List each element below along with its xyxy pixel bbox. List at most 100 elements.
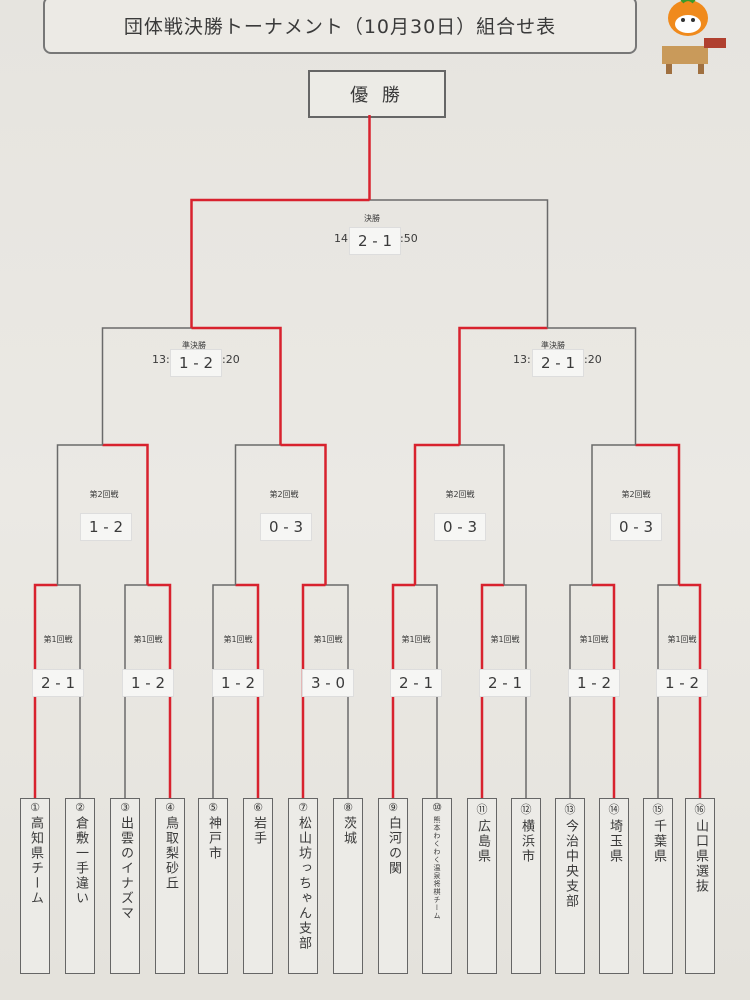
round1-label: 第1回戦 bbox=[401, 635, 431, 644]
team-slot: ⑦ 松山坊っちゃん支部 bbox=[288, 798, 318, 974]
team-number: ① bbox=[30, 801, 40, 814]
round1-score: 2 - 1 bbox=[32, 670, 84, 696]
round1-score: 2 - 1 bbox=[390, 670, 442, 696]
round2-score: 0 - 3 bbox=[260, 514, 312, 540]
team-name: 倉敷一手違い bbox=[73, 816, 88, 906]
team-name: 鳥取梨砂丘 bbox=[163, 816, 178, 891]
page-title: 団体戦決勝トーナメント（10月30日）組合せ表 bbox=[43, 0, 637, 54]
semifinal-end-time: :20 bbox=[584, 353, 602, 366]
team-number: ⑮ bbox=[652, 803, 664, 816]
team-number: ② bbox=[75, 801, 85, 814]
semifinal-start-time: 13: bbox=[513, 353, 531, 366]
team-number: ⑥ bbox=[253, 801, 263, 814]
team-number: ⑫ bbox=[520, 803, 532, 816]
final-label: 決勝 bbox=[364, 214, 380, 223]
team-name: 山口県選抜 bbox=[693, 819, 708, 894]
team-number: ⑬ bbox=[564, 803, 576, 816]
team-name: 高知県チーム bbox=[28, 816, 43, 906]
round1-winner-line bbox=[301, 583, 326, 798]
team-slot: ⑤ 神戸市 bbox=[198, 798, 228, 974]
round1-winner-line bbox=[33, 583, 58, 798]
round2-score: 1 - 2 bbox=[80, 514, 132, 540]
team-slot: ⑫ 横浜市 bbox=[511, 798, 541, 974]
round1-winner-line bbox=[592, 583, 616, 798]
round2-winner-line bbox=[413, 443, 460, 585]
final-winner-line bbox=[190, 198, 370, 328]
team-slot: ⑩ 熊本わくわく温泉将棋チーム bbox=[422, 798, 452, 974]
semifinal-winner-line bbox=[458, 326, 548, 445]
team-number: ⑧ bbox=[343, 801, 353, 814]
round2-winner-line bbox=[635, 443, 681, 585]
team-slot: ③ 出雲のイナズマ bbox=[110, 798, 140, 974]
team-name: 熊本わくわく温泉将棋チーム bbox=[433, 816, 441, 920]
final-start-time: 14: bbox=[334, 232, 352, 245]
team-name: 千葉県 bbox=[651, 819, 666, 864]
round1-score: 1 - 2 bbox=[122, 670, 174, 696]
semifinal-score: 2 - 1 bbox=[532, 350, 584, 376]
semifinal-winner-line bbox=[191, 326, 282, 445]
round1-label: 第1回戦 bbox=[43, 635, 73, 644]
round1-score: 1 - 2 bbox=[568, 670, 620, 696]
team-slot: ⑭ 埼玉県 bbox=[599, 798, 629, 974]
round1-label: 第1回戦 bbox=[667, 635, 697, 644]
round1-score: 3 - 0 bbox=[302, 670, 354, 696]
team-number: ⑭ bbox=[608, 803, 620, 816]
round2-score: 0 - 3 bbox=[434, 514, 486, 540]
team-slot: ① 高知県チーム bbox=[20, 798, 50, 974]
team-slot: ② 倉敷一手違い bbox=[65, 798, 95, 974]
team-name: 茨城 bbox=[341, 816, 356, 846]
team-name: 岩手 bbox=[251, 816, 266, 846]
team-name: 松山坊っちゃん支部 bbox=[296, 816, 311, 951]
round1-label: 第1回戦 bbox=[223, 635, 253, 644]
semifinal-label: 準決勝 bbox=[182, 341, 206, 350]
round1-score: 1 - 2 bbox=[212, 670, 264, 696]
team-number: ③ bbox=[120, 801, 130, 814]
team-name: 神戸市 bbox=[206, 816, 221, 861]
team-number: ⑩ bbox=[432, 801, 442, 814]
team-number: ⑨ bbox=[388, 801, 398, 814]
round2-winner-line bbox=[280, 443, 327, 585]
round1-label: 第1回戦 bbox=[579, 635, 609, 644]
team-name: 埼玉県 bbox=[607, 819, 622, 864]
semifinal-label: 準決勝 bbox=[541, 341, 565, 350]
team-number: ⑤ bbox=[208, 801, 218, 814]
round2-label: 第2回戦 bbox=[89, 490, 119, 499]
team-name: 横浜市 bbox=[519, 819, 534, 864]
team-name: 白河の関 bbox=[386, 816, 401, 876]
mascot-illustration bbox=[652, 0, 732, 82]
team-slot: ⑬ 今治中央支部 bbox=[555, 798, 585, 974]
round2-label: 第2回戦 bbox=[621, 490, 651, 499]
round1-winner-line bbox=[147, 583, 172, 798]
team-number: ⑦ bbox=[298, 801, 308, 814]
team-slot: ⑮ 千葉県 bbox=[643, 798, 673, 974]
champion-label: 優 勝 bbox=[350, 85, 404, 106]
round1-winner-line bbox=[391, 583, 415, 798]
round1-winner-line bbox=[679, 583, 702, 798]
semifinal-score: 1 - 2 bbox=[170, 350, 222, 376]
team-name: 広島県 bbox=[475, 819, 490, 864]
team-number: ⑪ bbox=[476, 803, 488, 816]
round1-winner-line bbox=[480, 583, 504, 798]
semifinal-start-time: 13: bbox=[152, 353, 170, 366]
round1-score: 1 - 2 bbox=[656, 670, 708, 696]
round1-label: 第1回戦 bbox=[313, 635, 343, 644]
team-slot: ⑧ 茨城 bbox=[333, 798, 363, 974]
round2-label: 第2回戦 bbox=[269, 490, 299, 499]
round1-winner-line bbox=[235, 583, 260, 798]
champion-box: 優 勝 bbox=[308, 70, 446, 118]
team-slot: ④ 鳥取梨砂丘 bbox=[155, 798, 185, 974]
semifinal-end-time: :20 bbox=[222, 353, 240, 366]
round1-score: 2 - 1 bbox=[479, 670, 531, 696]
round2-score: 0 - 3 bbox=[610, 514, 662, 540]
team-name: 今治中央支部 bbox=[563, 819, 578, 909]
final-end-time: :50 bbox=[400, 232, 418, 245]
round1-label: 第1回戦 bbox=[490, 635, 520, 644]
team-name: 出雲のイナズマ bbox=[118, 816, 133, 921]
team-slot: ⑥ 岩手 bbox=[243, 798, 273, 974]
team-number: ④ bbox=[165, 801, 175, 814]
round2-winner-line bbox=[102, 443, 149, 585]
team-slot: ⑨ 白河の関 bbox=[378, 798, 408, 974]
final-score: 2 - 1 bbox=[349, 228, 401, 254]
round1-label: 第1回戦 bbox=[133, 635, 163, 644]
